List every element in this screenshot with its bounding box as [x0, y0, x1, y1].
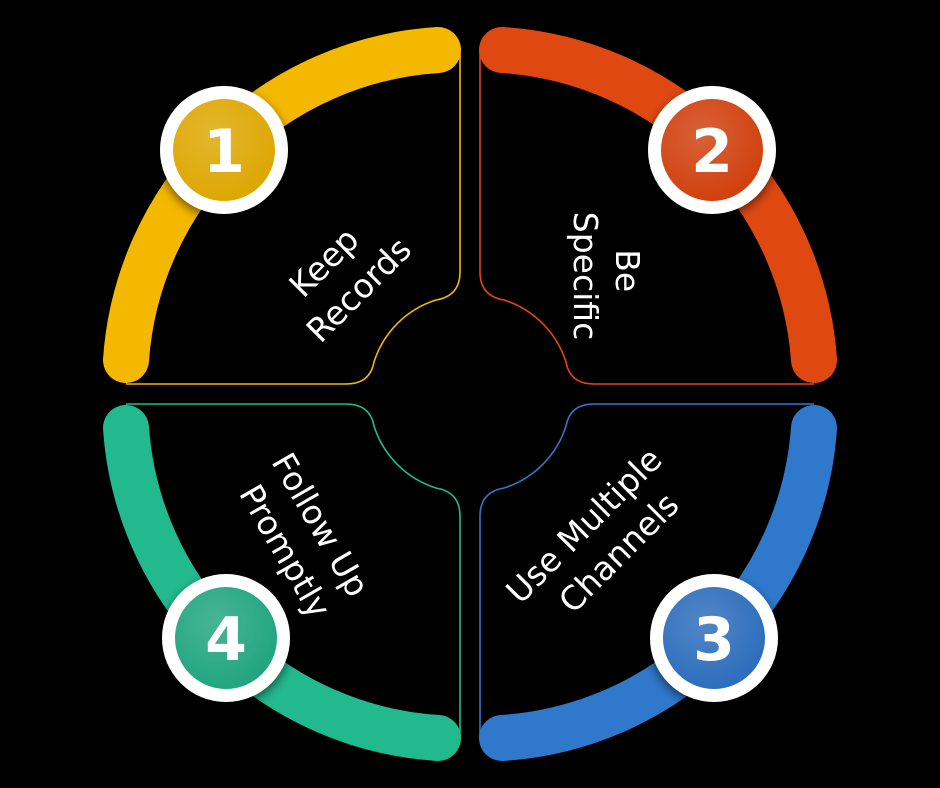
segment-4: 4 Follow Up Promptly — [103, 403, 461, 761]
segment-2-number: 2 — [691, 117, 733, 187]
segment-2-outline — [479, 50, 814, 385]
segment-1-arc — [103, 27, 461, 383]
segment-3-outline — [479, 403, 814, 738]
segment-3-badge: 3 — [650, 574, 778, 702]
segment-2-badge: 2 — [648, 86, 776, 214]
segment-4-number: 4 — [205, 605, 247, 675]
segment-2-label-line-1: Be — [608, 249, 647, 292]
segment-1-number: 1 — [203, 117, 245, 187]
segment-1-outline — [126, 50, 461, 385]
segment-2-label-line-2: Specific — [566, 212, 605, 340]
segment-4-badge: 4 — [162, 574, 290, 702]
segment-2-arc — [479, 27, 837, 383]
segment-4-outline — [126, 403, 461, 738]
segment-2-label: Be Specific — [566, 212, 647, 340]
segment-1-label: Keep Records — [267, 198, 418, 349]
segment-3-number: 3 — [693, 605, 735, 675]
segment-1: 1 Keep Records — [103, 27, 461, 385]
segment-3: 3 Use Multiple Channels — [479, 403, 837, 761]
segment-1-badge: 1 — [160, 86, 288, 214]
segment-2: 2 Be Specific — [479, 27, 837, 385]
